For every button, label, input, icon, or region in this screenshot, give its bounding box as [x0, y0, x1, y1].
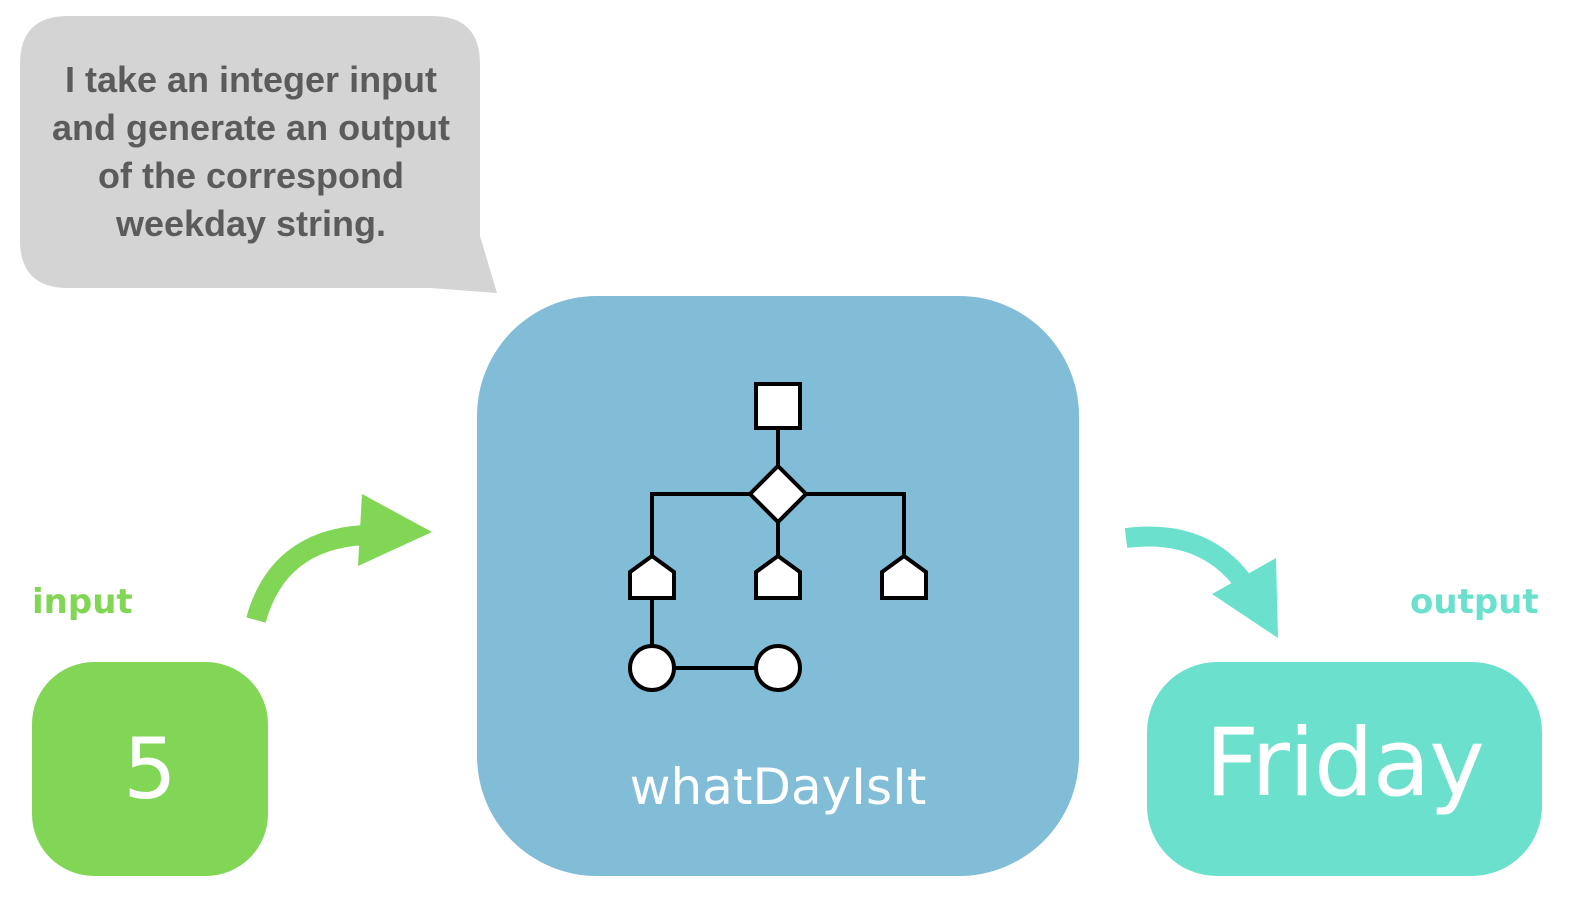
flowchart-icon: [628, 382, 928, 692]
decision-node-icon: [747, 463, 809, 525]
input-value: 5: [123, 720, 177, 818]
input-arrow-icon: [246, 494, 432, 623]
function-box: whatDayIsIt: [477, 296, 1079, 876]
bubble-line: of the correspond: [97, 155, 405, 196]
process-node-icon: [880, 553, 928, 600]
process-node-icon: [628, 553, 676, 600]
speech-bubble-text: I take an integer input and generate an …: [22, 56, 480, 248]
output-value: Friday: [1205, 708, 1485, 818]
terminal-node-icon: [754, 644, 802, 692]
bubble-line: weekday string.: [115, 203, 387, 244]
function-name: whatDayIsIt: [629, 758, 927, 816]
process-node-icon: [754, 553, 802, 600]
output-value-box: Friday: [1147, 662, 1542, 876]
terminal-node-icon: [628, 644, 676, 692]
input-label: input: [32, 582, 133, 622]
input-value-box: 5: [32, 662, 268, 876]
bubble-line: and generate an output: [51, 107, 451, 148]
start-node-icon: [754, 382, 802, 430]
bubble-line: I take an integer input: [64, 59, 438, 100]
output-label: output: [1410, 582, 1539, 622]
output-arrow-icon: [1124, 526, 1278, 638]
